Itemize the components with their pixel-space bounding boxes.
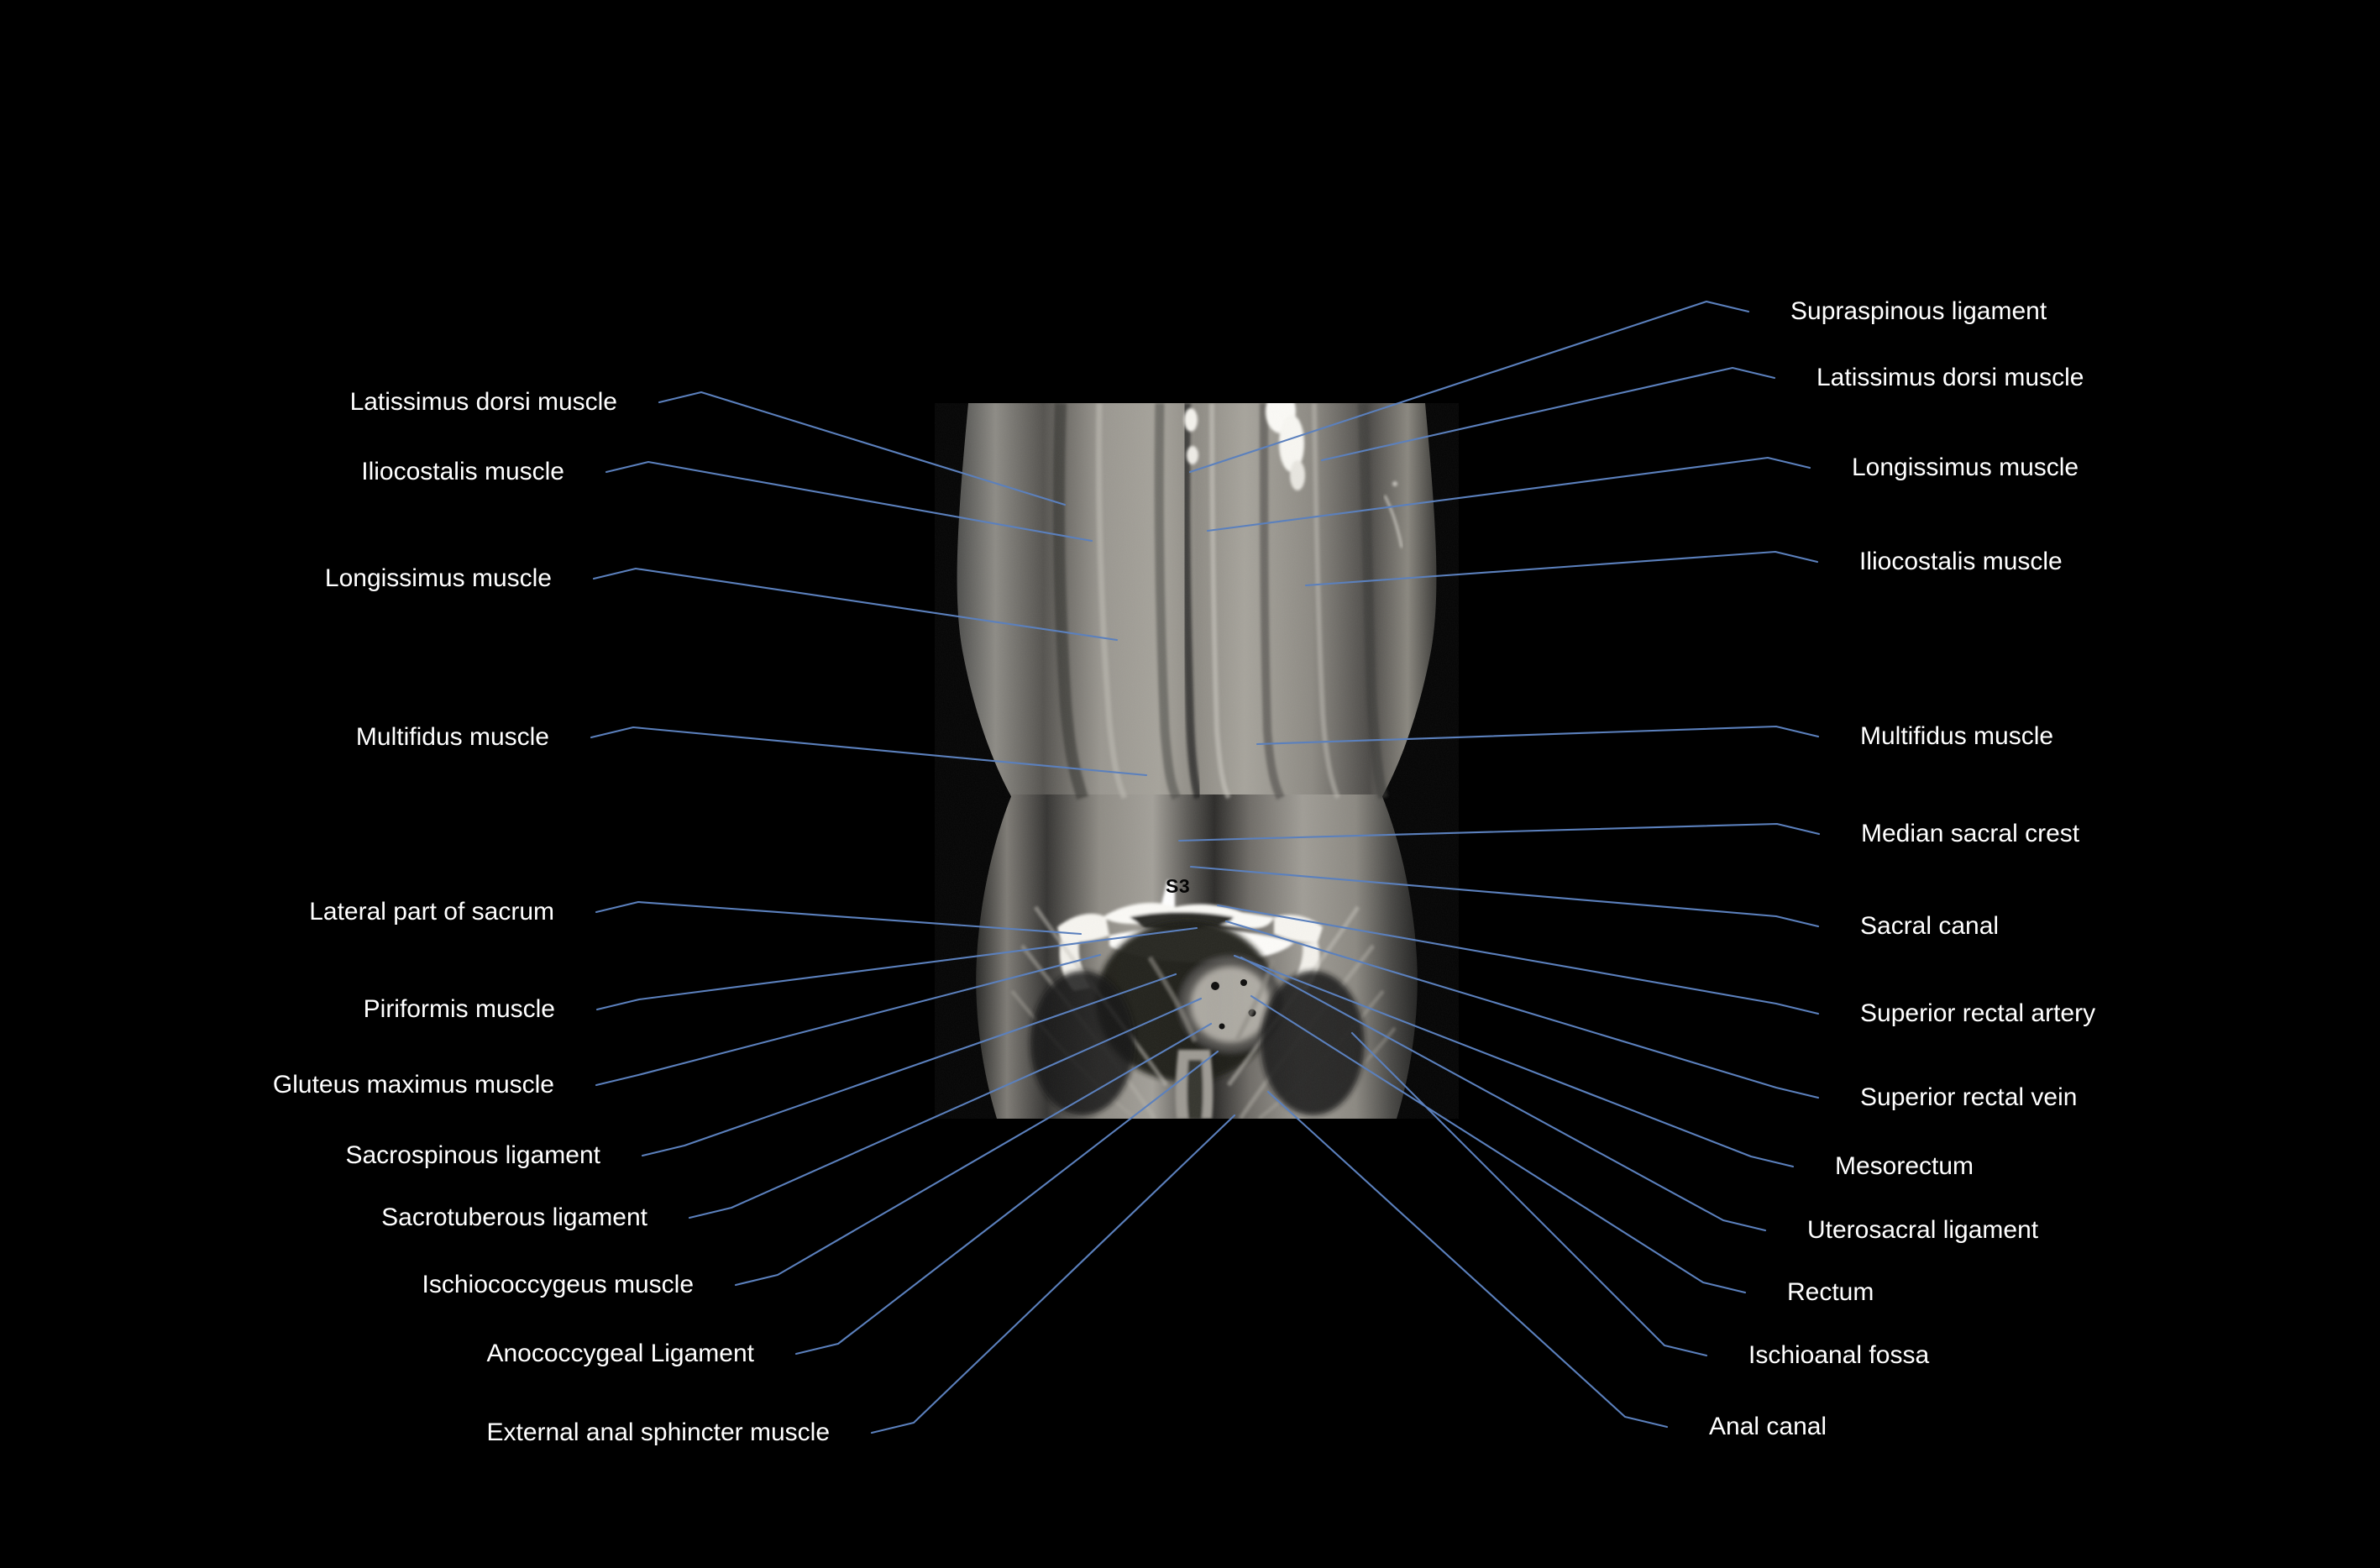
annotation-label-iliocostalis-muscle: Iliocostalis muscle: [1859, 548, 2063, 575]
annotation-label-anal-canal: Anal canal: [1709, 1413, 1827, 1440]
annotation-label-supraspinous-ligament: Supraspinous ligament: [1790, 297, 2047, 325]
annotation-label-sacrotuberous-ligament: Sacrotuberous ligament: [381, 1204, 647, 1231]
annotation-label-multifidus-muscle: Multifidus muscle: [1860, 722, 2054, 750]
annotation-label-iliocostalis-muscle: Iliocostalis muscle: [361, 458, 564, 485]
annotation-label-lateral-part-of-sacrum: Lateral part of sacrum: [309, 898, 554, 926]
leader-line-external-anal-sphincter-muscle: [870, 1114, 1236, 1434]
annotation-label-longissimus-muscle: Longissimus muscle: [324, 564, 552, 592]
annotation-label-sacral-canal: Sacral canal: [1860, 912, 2000, 940]
annotation-label-latissimus-dorsi-muscle: Latissimus dorsi muscle: [349, 388, 617, 416]
annotation-label-latissimus-dorsi-muscle: Latissimus dorsi muscle: [1816, 364, 2084, 391]
annotation-label-ischioanal-fossa: Ischioanal fossa: [1748, 1341, 1930, 1369]
annotation-label-external-anal-sphincter-muscle: External anal sphincter muscle: [486, 1419, 830, 1446]
annotation-label-anococcygeal-ligament: Anococcygeal Ligament: [486, 1340, 754, 1367]
annotation-label-uterosacral-ligament: Uterosacral ligament: [1807, 1216, 2039, 1244]
annotation-label-mesorectum: Mesorectum: [1835, 1152, 1974, 1180]
ct-scan-render: [935, 403, 1459, 1119]
annotation-label-sacrospinous-ligament: Sacrospinous ligament: [345, 1141, 600, 1169]
annotation-label-median-sacral-crest: Median sacral crest: [1861, 820, 2080, 847]
annotation-label-multifidus-muscle: Multifidus muscle: [355, 723, 549, 751]
annotation-label-rectum: Rectum: [1787, 1278, 1874, 1306]
annotation-label-superior-rectal-artery: Superior rectal artery: [1860, 999, 2096, 1027]
annotation-label-piriformis-muscle: Piriformis muscle: [363, 995, 555, 1023]
leader-line-anal-canal: [1266, 1090, 1669, 1429]
annotation-label-ischiococcygeus-muscle: Ischiococcygeus muscle: [422, 1271, 694, 1298]
annotation-label-longissimus-muscle: Longissimus muscle: [1852, 454, 2079, 481]
annotation-label-superior-rectal-vein: Superior rectal vein: [1860, 1083, 2078, 1111]
ct-scan-image: [935, 403, 1459, 1119]
annotation-label-gluteus-maximus-muscle: Gluteus maximus muscle: [272, 1071, 554, 1099]
